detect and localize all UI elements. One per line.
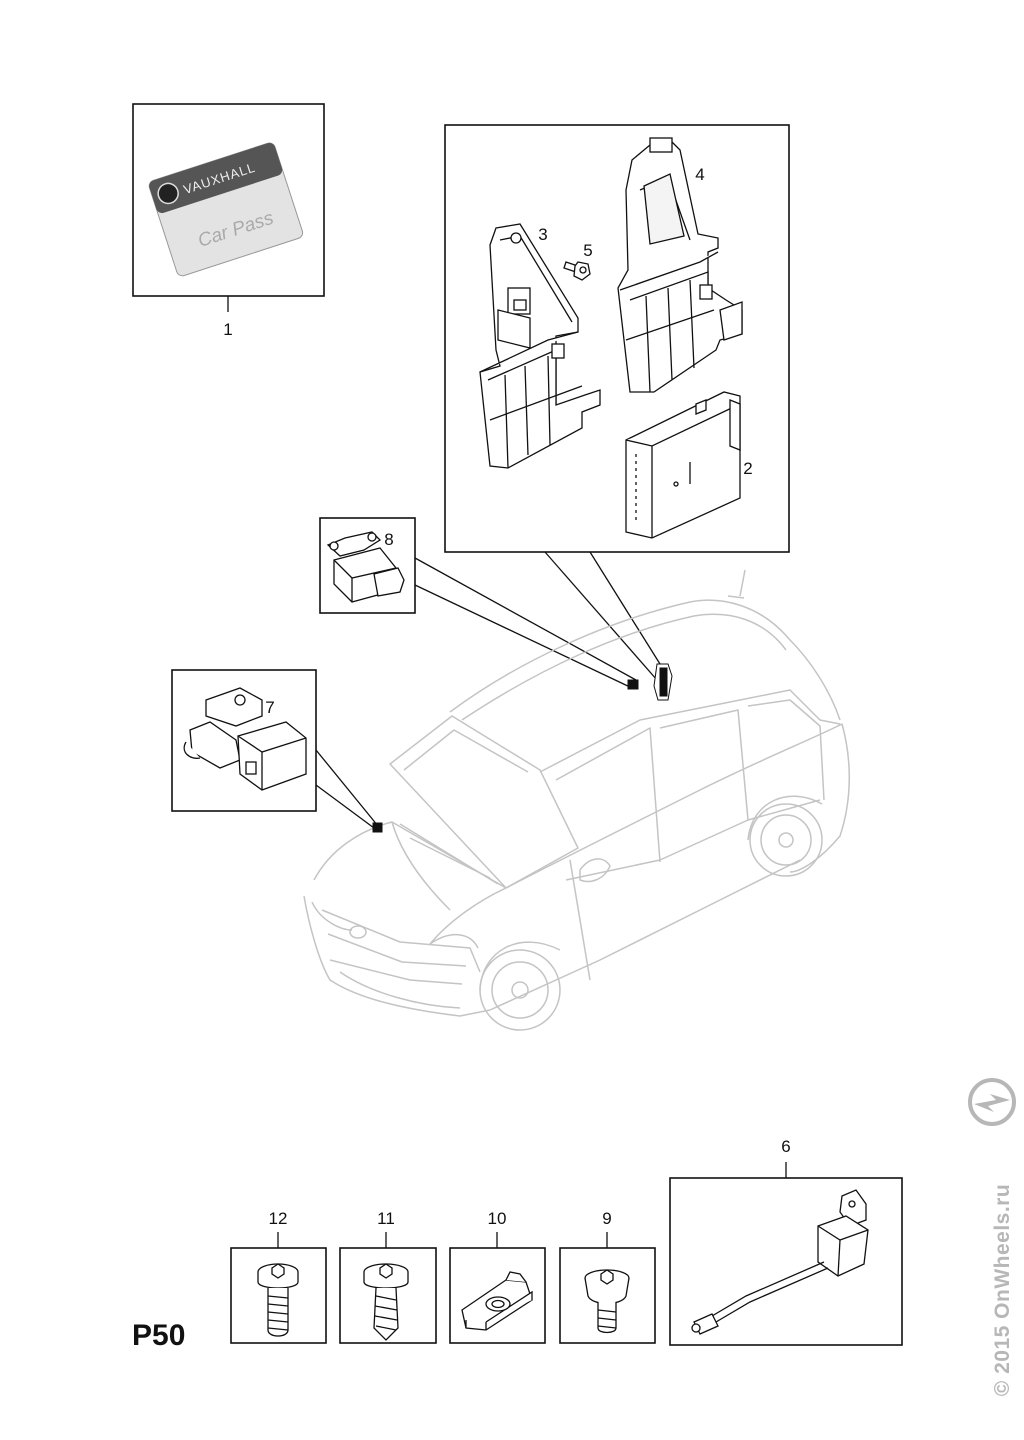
part-9-screw-box <box>559 1232 656 1344</box>
mount-point-markers <box>372 663 673 833</box>
callout-9: 9 <box>602 1209 611 1228</box>
part-11-screw-box <box>339 1232 437 1344</box>
part-1-car-pass-card: VAUXHALL Car Pass <box>132 103 325 312</box>
opel-logo-icon <box>968 1078 1016 1126</box>
car-illustration <box>303 569 851 1031</box>
part-5-screw <box>563 261 591 281</box>
part-10-clip-nut-box <box>449 1232 546 1344</box>
callout-7: 7 <box>265 698 274 717</box>
callout-3: 3 <box>538 225 547 244</box>
callout-2: 2 <box>743 459 752 478</box>
part-6-cable-box <box>669 1162 903 1346</box>
callout-10: 10 <box>488 1209 507 1228</box>
part-12-bolt-box <box>230 1232 327 1344</box>
callout-1: 1 <box>223 320 232 339</box>
callout-6: 6 <box>781 1137 790 1156</box>
callout-4: 4 <box>695 165 704 184</box>
part-3-bracket <box>479 223 601 469</box>
part-4-bracket <box>617 137 743 393</box>
part-8-sensor-box <box>319 517 637 689</box>
control-module-box <box>444 124 790 681</box>
page-code: P50 <box>132 1319 185 1352</box>
part-7-sensor-box <box>171 669 379 829</box>
callout-12: 12 <box>269 1209 288 1228</box>
copyright-watermark: © 2015 OnWheels.ru <box>991 1183 1014 1397</box>
part-2-control-module <box>625 391 741 539</box>
vauxhall-griffin-logo <box>157 182 179 205</box>
callout-5: 5 <box>583 241 592 260</box>
callout-11: 11 <box>377 1209 395 1228</box>
callout-8: 8 <box>384 530 393 549</box>
